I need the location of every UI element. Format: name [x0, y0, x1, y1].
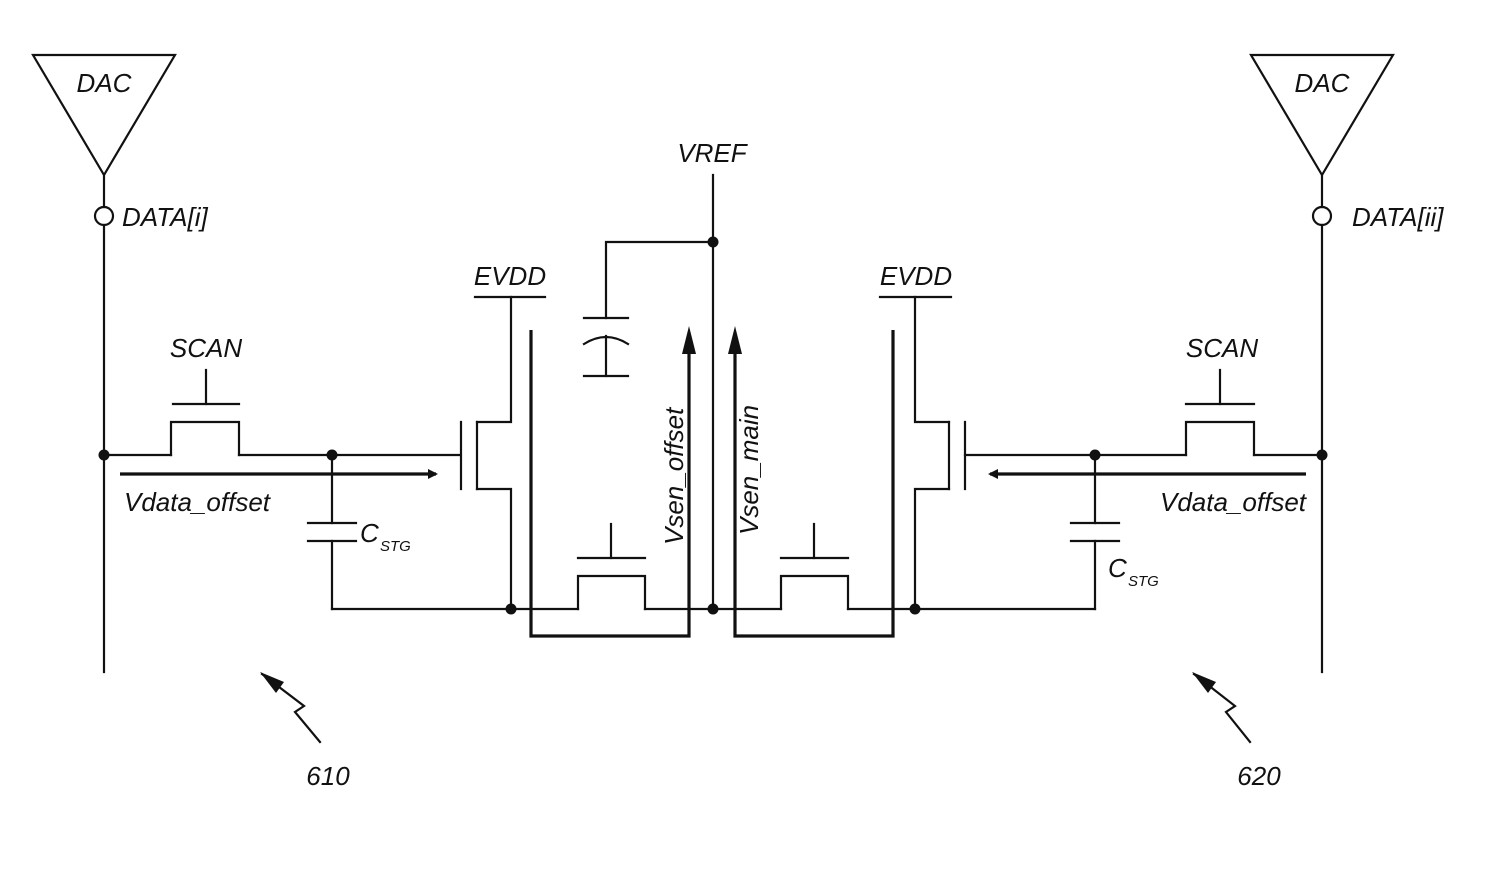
cstg-right-sub: STG	[1128, 573, 1159, 590]
dac-left-label: DAC	[77, 68, 132, 98]
ref-620-label: 620	[1237, 761, 1281, 791]
vsen-main-label: Vsen_main	[734, 405, 764, 535]
storage-capacitor-left: C STG	[308, 455, 411, 609]
evdd-right-label: EVDD	[880, 261, 952, 291]
cstg-left-sub: STG	[380, 538, 411, 555]
ref-marker-620: 620	[1192, 672, 1281, 791]
data-line-right-label: DATA[ii]	[1352, 202, 1444, 232]
cstg-left-label: C	[360, 518, 379, 548]
storage-capacitor-right: C STG	[1071, 455, 1159, 609]
pixel-circuit-620: Vsen_main EVDD Vdata_offset C	[713, 55, 1444, 791]
vsen-offset-label: Vsen_offset	[659, 406, 689, 545]
cstg-right-label: C	[1108, 553, 1127, 583]
vdata-right-label: Vdata_offset	[1160, 487, 1308, 517]
dac-left: DAC	[33, 55, 175, 175]
ref-marker-610: 610	[260, 672, 350, 791]
data-terminal-right	[1313, 207, 1331, 225]
dac-right-label: DAC	[1295, 68, 1350, 98]
data-terminal-left	[95, 207, 113, 225]
sense-transistor-right	[781, 524, 848, 609]
ref-610-label: 610	[306, 761, 350, 791]
vref-capacitor	[584, 318, 628, 376]
sense-transistor-left	[578, 524, 645, 609]
pixel-circuit-610: DAC DATA[i] SCAN Vdata_offset C STG	[33, 55, 713, 791]
data-line-left-label: DATA[i]	[122, 202, 208, 232]
vdata-left-label: Vdata_offset	[124, 487, 272, 517]
drive-transistor-left: EVDD	[461, 261, 546, 609]
scan-transistor-right: SCAN	[1186, 333, 1322, 455]
scan-transistor-left: SCAN	[104, 333, 242, 455]
scan-right-label: SCAN	[1186, 333, 1258, 363]
scan-left-label: SCAN	[170, 333, 242, 363]
vref-label: VREF	[677, 138, 748, 168]
evdd-left-label: EVDD	[474, 261, 546, 291]
dac-right: DAC	[1251, 55, 1393, 175]
